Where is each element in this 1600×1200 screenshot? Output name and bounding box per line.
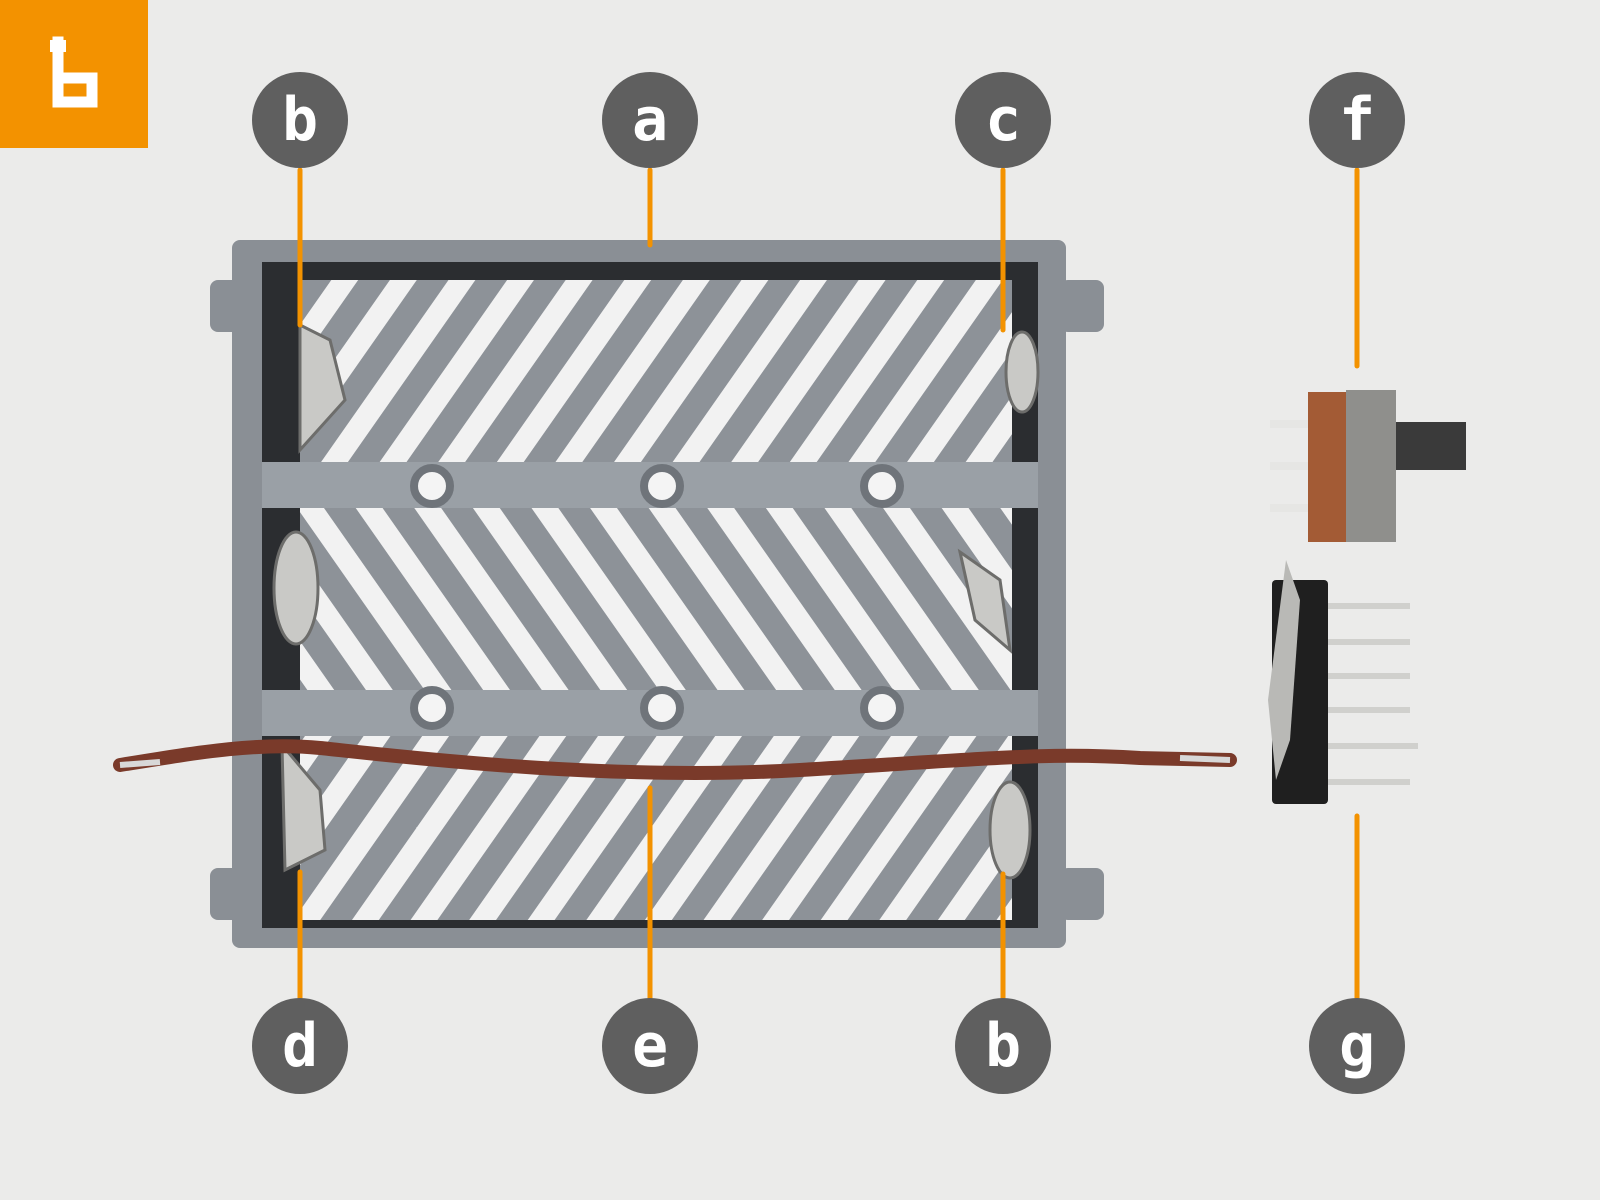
step-badge bbox=[0, 0, 148, 148]
slide-switch bbox=[1270, 390, 1466, 542]
battery-holder-frame bbox=[210, 240, 1104, 948]
callout-b-bottom: b bbox=[955, 998, 1051, 1094]
battery-contacts bbox=[272, 322, 1040, 880]
callout-c: c bbox=[955, 72, 1051, 168]
callout-a: a bbox=[602, 72, 698, 168]
callout-e: e bbox=[602, 998, 698, 1094]
callout-b-top: b bbox=[252, 72, 348, 168]
callout-d: d bbox=[252, 998, 348, 1094]
leader-lines bbox=[297, 167, 1360, 1001]
callout-f: f bbox=[1309, 72, 1405, 168]
wire bbox=[113, 739, 1237, 780]
callout-g: g bbox=[1309, 998, 1405, 1094]
pin-header bbox=[1268, 560, 1418, 804]
step-b-glyph-icon bbox=[50, 36, 98, 108]
